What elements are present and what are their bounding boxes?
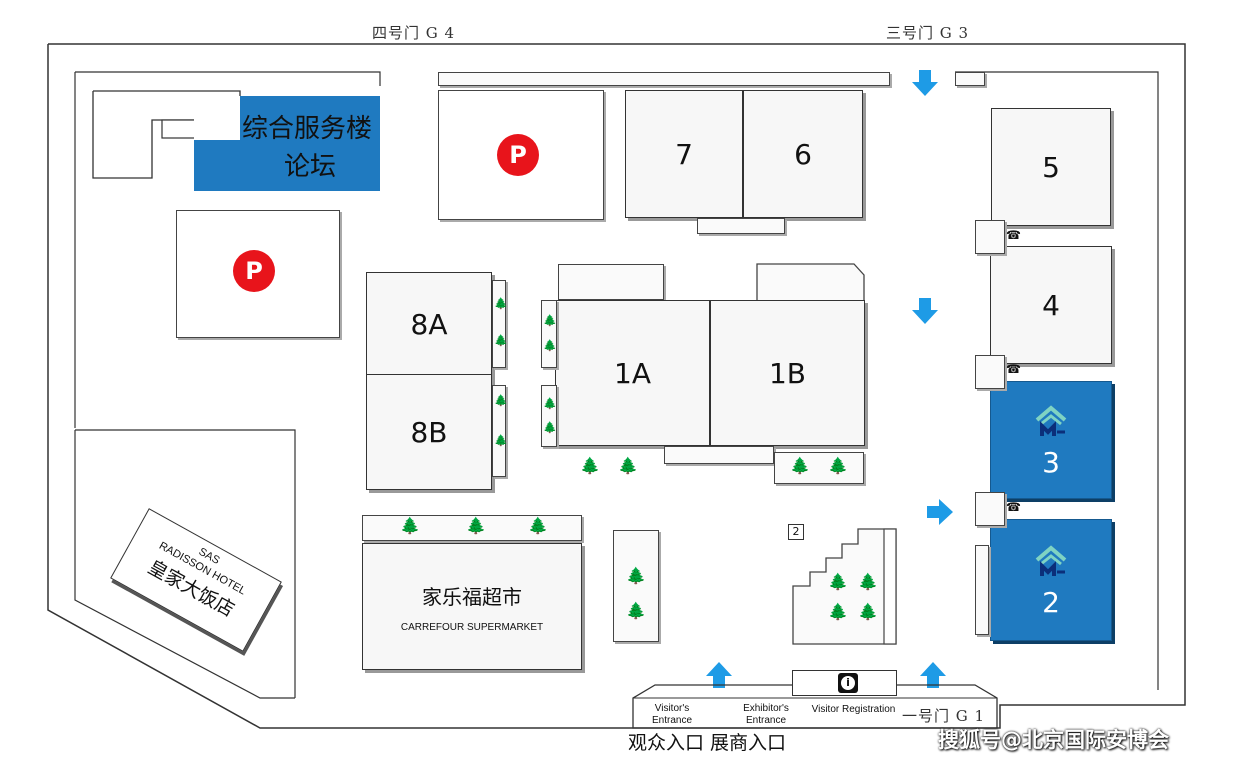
- expo-logo-icon: [1035, 404, 1067, 436]
- carrefour-supermarket[interactable]: 家乐福超市 CARREFOUR SUPERMARKET: [362, 543, 582, 670]
- parking-icon: P: [497, 134, 539, 176]
- tree-icon: 🌲: [626, 566, 646, 585]
- expo-logo-icon: [1035, 544, 1067, 576]
- hall-7-6-divider: [742, 90, 744, 218]
- hall-8a-label: 8A: [410, 307, 448, 341]
- tree-icon: 🌲: [528, 516, 548, 535]
- info-icon-glyph: i: [841, 676, 855, 690]
- entrance-platform: [632, 684, 998, 729]
- hall-8b-label: 8B: [410, 415, 448, 449]
- info-icon: i: [838, 673, 858, 693]
- hall-6[interactable]: 6: [743, 90, 863, 218]
- gate-1-label: 一号门 G 1: [902, 707, 986, 725]
- small-marker: 2: [788, 524, 804, 540]
- arrow-icon: [912, 298, 938, 324]
- hall-8-tree-strip-lower: [492, 385, 506, 477]
- tree-icon: 🌲: [400, 516, 420, 535]
- top-road-strip-right: [955, 72, 985, 86]
- hall-1-divider: [709, 300, 711, 446]
- tree-icon: 🌲: [543, 339, 557, 352]
- hall-1b-label: 1B: [768, 356, 807, 390]
- central-tree-strip: [613, 530, 659, 642]
- forum-label-line1: 综合服务楼: [242, 114, 373, 144]
- tree-icon: 🌲: [494, 434, 508, 447]
- hall-4-label: 4: [1042, 288, 1060, 322]
- phone-icon: ☎: [1006, 362, 1021, 376]
- forum-building[interactable]: 综合服务楼 论坛: [194, 96, 380, 191]
- connector-3-2: [975, 492, 1005, 526]
- tree-icon: 🌲: [858, 602, 878, 621]
- hall-5-label: 5: [1042, 150, 1060, 184]
- hall-1-bottom-annex: [664, 446, 774, 464]
- exhibitor-entrance-label[interactable]: Exhibitor's Entrance: [743, 703, 789, 726]
- connector-4-3: [975, 355, 1005, 389]
- tree-icon: 🌲: [858, 572, 878, 591]
- hall-2[interactable]: 2: [990, 519, 1112, 641]
- stepped-plaza: [792, 528, 897, 645]
- hall-8-tree-strip: [492, 280, 506, 368]
- tree-icon: 🌲: [828, 456, 848, 475]
- arrow-icon: [927, 499, 953, 525]
- hall-2-side-strip: [975, 545, 989, 635]
- tree-icon: 🌲: [543, 314, 557, 327]
- hall-5[interactable]: 5: [991, 108, 1111, 226]
- gate-4-label: 四号门 G 4: [372, 24, 456, 42]
- hall-1b-tree-box: [774, 452, 864, 484]
- phone-icon: ☎: [1006, 228, 1021, 242]
- tree-icon: 🌲: [494, 297, 508, 310]
- tree-icon: 🌲: [828, 602, 848, 621]
- hall-3-label: 3: [1042, 445, 1060, 479]
- top-road-strip: [438, 72, 890, 86]
- tree-icon: 🌲: [828, 572, 848, 591]
- hall-6-label: 6: [794, 137, 812, 171]
- hall-1a[interactable]: 1A: [555, 300, 710, 446]
- connector-5-4: [975, 220, 1005, 254]
- hall-4[interactable]: 4: [990, 246, 1112, 364]
- hall-8a[interactable]: 8A: [366, 272, 492, 376]
- arrow-icon: [912, 70, 938, 96]
- entrance-cn-label: 观众入口 展商入口: [628, 732, 787, 754]
- hall-1a-label: 1A: [614, 356, 651, 390]
- tree-icon: 🌲: [790, 456, 810, 475]
- tree-icon: 🌲: [543, 397, 557, 410]
- hall-7[interactable]: 7: [625, 90, 743, 218]
- tree-icon: 🌲: [626, 601, 646, 620]
- visitor-entrance-label[interactable]: Visitor's Entrance: [651, 703, 693, 726]
- tree-icon: 🌲: [618, 456, 638, 475]
- hall-1-tree-strip-left: [541, 300, 557, 368]
- hall-1b-annex: [756, 263, 865, 302]
- carrefour-en-label: CARREFOUR SUPERMARKET: [400, 621, 544, 633]
- carrefour-tree-strip: [362, 515, 582, 541]
- forum-label-line2: 论坛: [284, 152, 337, 182]
- hall-2-label: 2: [1042, 585, 1060, 619]
- tree-icon: 🌲: [494, 394, 508, 407]
- carrefour-cn-label: 家乐福超市: [422, 584, 522, 609]
- gate-3-label: 三号门 G 3: [886, 24, 970, 42]
- visitor-registration-label[interactable]: Visitor Registration: [811, 704, 896, 715]
- tree-icon: 🌲: [466, 516, 486, 535]
- phone-icon: ☎: [1006, 500, 1021, 514]
- arrow-icon: [706, 662, 732, 688]
- watermark: 搜狐号@北京国际安博会: [938, 728, 1169, 752]
- hall-1-tree-strip-left-lower: [541, 385, 557, 447]
- hall-1b[interactable]: 1B: [710, 300, 865, 446]
- parking-icon: P: [233, 250, 275, 292]
- tree-icon: 🌲: [580, 456, 600, 475]
- tree-icon: 🌲: [494, 334, 508, 347]
- hall-3[interactable]: 3: [990, 381, 1112, 499]
- arrow-icon: [920, 662, 946, 688]
- hall-6-annex: [697, 218, 785, 234]
- hall-1a-annex: [558, 264, 664, 300]
- forum-building-notch: [194, 96, 240, 140]
- tree-icon: 🌲: [543, 421, 557, 434]
- hall-8b[interactable]: 8B: [366, 374, 492, 490]
- hall-7-label: 7: [675, 137, 693, 171]
